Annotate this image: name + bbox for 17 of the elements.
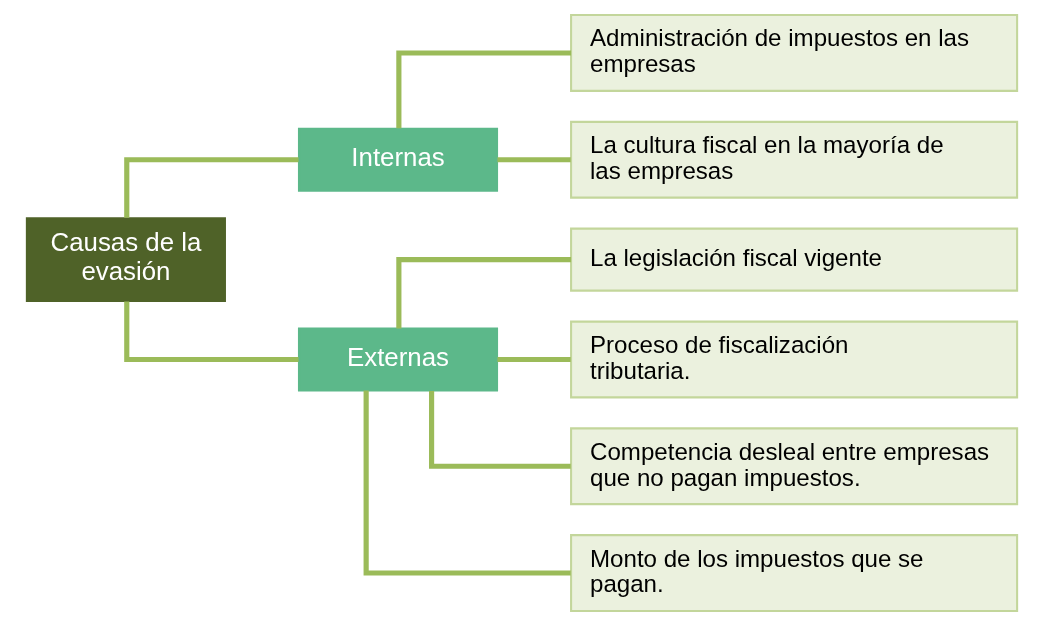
node-box: La legislación fiscal vigente: [569, 227, 1018, 292]
node-box: Competencia desleal entre empresas que no pagan impuestos.: [569, 427, 1018, 506]
connector: [363, 390, 571, 576]
node-box: Externas: [297, 327, 498, 392]
node-box: La cultura fiscal en la mayoría de las empresas: [569, 120, 1018, 199]
connector: [395, 257, 571, 329]
connector: [123, 301, 299, 363]
connector: [496, 356, 571, 363]
connector: [496, 157, 571, 163]
connector: [395, 50, 571, 129]
node-box: Internas: [297, 127, 498, 192]
connector: [428, 390, 571, 469]
node-box: Administración de impuestos en las empresas: [569, 14, 1018, 92]
node-box: Proceso de fiscalización tributaria.: [569, 320, 1018, 399]
node-box: Monto de los impuestos que se pagan.: [569, 534, 1018, 612]
connector: [123, 157, 299, 218]
node-box: Causas de la evasión: [25, 217, 226, 302]
